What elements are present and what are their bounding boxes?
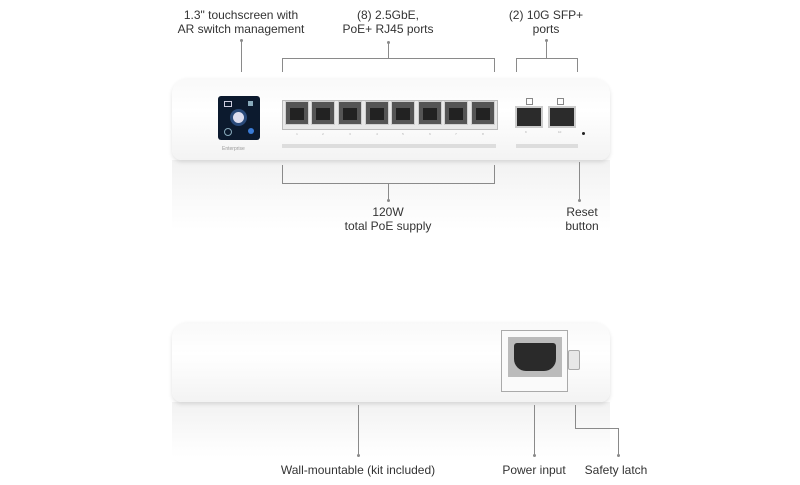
brand-label: Enterprise xyxy=(222,146,245,152)
power-inlet[interactable] xyxy=(501,330,568,392)
rj45-port[interactable] xyxy=(391,101,415,125)
rj45-port[interactable] xyxy=(338,101,362,125)
rj45-port[interactable] xyxy=(365,101,389,125)
switch-front: Enterprise 1 2 3 4 5 6 7 8 9 10 xyxy=(172,78,610,160)
rj45-label: (8) 2.5GbE,PoE+ RJ45 ports xyxy=(342,8,434,36)
reset-button[interactable] xyxy=(582,132,585,135)
rj45-port[interactable] xyxy=(418,101,442,125)
touchscreen[interactable] xyxy=(218,96,260,140)
rj45-port-group: 1 2 3 4 5 6 7 8 xyxy=(282,100,498,136)
power-input-label: Power input xyxy=(502,463,566,477)
front-reflection xyxy=(172,160,610,230)
rj45-port[interactable] xyxy=(311,101,335,125)
sfp-port[interactable] xyxy=(515,106,543,128)
switch-back xyxy=(172,322,610,402)
back-reflection xyxy=(172,402,610,457)
rj45-port[interactable] xyxy=(444,101,468,125)
sfp-port[interactable] xyxy=(548,106,576,128)
rj45-port[interactable] xyxy=(471,101,495,125)
rj45-port[interactable] xyxy=(285,101,309,125)
sfp-led xyxy=(557,98,564,105)
safety-latch-label: Safety latch xyxy=(584,463,648,477)
sfp-led xyxy=(526,98,533,105)
safety-latch[interactable] xyxy=(568,350,580,370)
wall-mount-label: Wall-mountable (kit included) xyxy=(280,463,436,477)
port-bar xyxy=(282,144,496,148)
sfp-label: (2) 10G SFP+ports xyxy=(508,8,584,36)
